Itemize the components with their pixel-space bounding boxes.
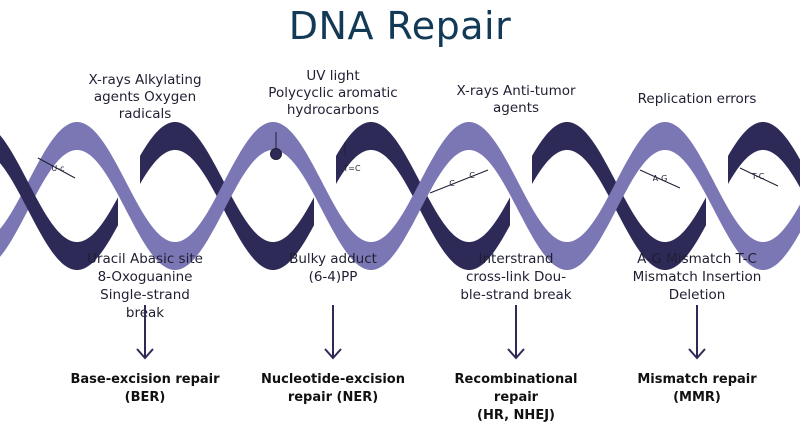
damaging-agents: Replication errors bbox=[612, 91, 782, 108]
agent-line: Replication errors bbox=[637, 91, 757, 107]
agent-line: X-rays Anti-tumor bbox=[456, 83, 576, 99]
strand-dark-segment-4 bbox=[728, 122, 800, 188]
lesion-line: 8-Oxoguanine bbox=[97, 269, 193, 285]
lesion-line: A-G Mismatch T-C bbox=[637, 251, 757, 267]
helix-annotations: U-c T=C C C A-G T-C bbox=[37, 132, 779, 194]
lesion-line: cross-link Dou- bbox=[465, 269, 567, 285]
uc-pair-line bbox=[37, 157, 76, 179]
lesion-line: Interstrand bbox=[478, 251, 554, 267]
agent-line: X-rays Alkylating bbox=[88, 72, 202, 88]
pathway-line: Base-excision repair bbox=[70, 372, 220, 387]
tc-pair-line bbox=[739, 167, 779, 187]
arrow-down-icon bbox=[507, 305, 525, 360]
bulky-adduct-dot bbox=[270, 148, 282, 160]
strand-light-band bbox=[0, 122, 800, 270]
strand-light-crossing-2 bbox=[606, 159, 628, 229]
agent-line: agents bbox=[492, 100, 540, 116]
agent-line: hydrocarbons bbox=[286, 102, 380, 118]
strand-light-crossing-0 bbox=[214, 159, 236, 229]
agent-line: agents Oxygen bbox=[93, 89, 197, 105]
lesion-line: Single-strand bbox=[100, 287, 190, 303]
dna-lesions: Bulky adduct (6-4)PP bbox=[248, 250, 418, 286]
pathway-line: (HR, NHEJ) bbox=[477, 408, 555, 423]
strand-light-crossing-1 bbox=[410, 159, 432, 229]
crosslink-line bbox=[429, 169, 489, 194]
dna-lesions: Interstrand cross-link Dou-ble-strand bre… bbox=[431, 250, 601, 304]
pathway-line: Recombinational repair bbox=[454, 372, 578, 405]
agent-line: UV light bbox=[306, 68, 360, 84]
repair-pathway: Mismatch repair (MMR) bbox=[612, 371, 782, 407]
lesion-line: Deletion bbox=[668, 287, 726, 303]
tc-pair-label: T-C bbox=[751, 172, 765, 181]
arrow-down-icon bbox=[136, 305, 154, 360]
ag-pair-line bbox=[639, 169, 681, 189]
pathway-line: (BER) bbox=[124, 390, 166, 405]
ag-pair-label: A-G bbox=[653, 174, 668, 183]
arrow-down-icon bbox=[324, 305, 342, 360]
crosslink-right-label: C bbox=[469, 171, 475, 180]
lesion-line: ble-strand break bbox=[460, 287, 572, 303]
lesion-line: Bulky adduct bbox=[289, 251, 377, 267]
arrow-down-icon bbox=[688, 305, 706, 360]
diagram-title: DNA Repair bbox=[288, 4, 512, 48]
uc-pair-label: U-c bbox=[51, 164, 64, 173]
repair-pathway: Recombinational repair (HR, NHEJ) bbox=[431, 371, 601, 425]
repair-pathway: Base-excision repair (BER) bbox=[60, 371, 230, 407]
crosslink-left-label: C bbox=[449, 179, 455, 188]
lesion-line: (6-4)PP bbox=[308, 269, 358, 285]
agent-line: Polycyclic aromatic bbox=[268, 85, 398, 101]
lesion-line: Uracil Abasic site bbox=[87, 251, 203, 267]
strand-dark-segment-0 bbox=[0, 135, 118, 270]
agent-line: radicals bbox=[118, 106, 172, 122]
strand-dark bbox=[0, 122, 800, 270]
repair-pathway: Nucleotide-excision repair (NER) bbox=[248, 371, 418, 407]
pathway-line: Mismatch repair bbox=[637, 372, 757, 387]
lesion-line: Mismatch Insertion bbox=[632, 269, 762, 285]
pathway-line: repair (NER) bbox=[287, 390, 379, 405]
pathway-line: (MMR) bbox=[673, 390, 721, 405]
pathway-line: Nucleotide-excision bbox=[261, 372, 405, 387]
dimer-label: T=C bbox=[342, 164, 361, 173]
strand-light bbox=[0, 122, 800, 270]
